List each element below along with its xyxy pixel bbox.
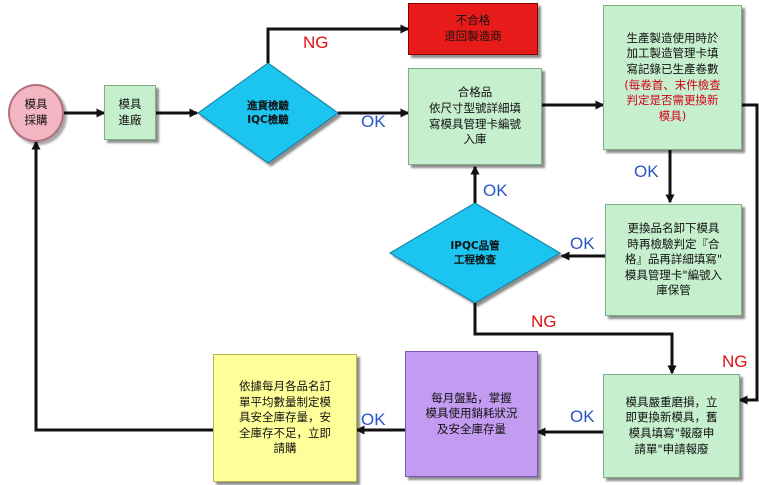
label-severe-ok: OK (570, 407, 595, 426)
label-ipqc-ok-up: OK (483, 181, 508, 200)
order-node: 依據每月各品名訂 單平均數量制定模 具安全庫存量，安 全庫存不足，立即 請購 (213, 354, 357, 482)
severe-node: 模具嚴重磨損，立 即更換新模具，舊 模具填寫"報廢申 請單"申請報廢 (603, 374, 740, 478)
label-monthly-ok: OK (361, 410, 386, 429)
ipqc-decision: IPQC品管 工程檢查 (415, 238, 535, 268)
label-iqc-ok: OK (361, 112, 386, 131)
iqc-label: 進貨檢驗 IQC檢驗 (247, 99, 289, 126)
reject-label: 不合格 退回製造商 (444, 13, 502, 43)
pass-label: 合格品 依尺寸型號詳細填 寫模具管理卡編號 入庫 (429, 85, 521, 147)
label-ipqc-ng: NG (531, 312, 557, 331)
procure-node: 模具 採購 (8, 84, 64, 142)
label-production-ng: NG (722, 352, 748, 371)
edge-iqc-reject (266, 24, 410, 63)
edge-ipqc-severe (473, 303, 677, 375)
label-replace-ok: OK (570, 234, 595, 253)
edge-order-procure (31, 140, 213, 432)
replace-node: 更換品名卸下模具 時再檢驗判定『合 格』品再詳細填寫" 模具管理卡"編號入 庫保… (605, 204, 742, 316)
label-iqc-ng: NG (303, 33, 329, 52)
monthly-label: 每月盤點，掌握 模具使用銷耗狀況 及安全庫存量 (425, 390, 518, 436)
arrival-label: 模具 進廠 (118, 96, 142, 127)
production-label: 生產製造使用時於 加工製造管理卡填 寫記錄已生產卷數 (626, 30, 719, 76)
edge-production-severe (738, 103, 759, 405)
ipqc-label: IPQC品管 工程檢查 (450, 239, 500, 266)
production-note: (每卷首、末件檢查 判定是否需更換新 模具) (624, 77, 721, 123)
iqc-decision: 進貨檢驗 IQC檢驗 (208, 98, 328, 128)
arrival-node: 模具 進廠 (104, 85, 156, 140)
procure-label: 模具 採購 (24, 97, 48, 127)
label-production-ok: OK (634, 162, 659, 181)
reject-node: 不合格 退回製造商 (408, 3, 538, 55)
monthly-node: 每月盤點，掌握 模具使用銷耗狀況 及安全庫存量 (405, 351, 538, 477)
severe-label: 模具嚴重磨損，立 即更換新模具，舊 模具填寫"報廢申 請單"申請報廢 (625, 394, 718, 456)
production-node: 生產製造使用時於 加工製造管理卡填 寫記錄已生產卷數 (每卷首、末件檢查 判定是… (603, 5, 742, 150)
order-label: 依據每月各品名訂 單平均數量制定模 具安全庫存量，安 全庫存不足，立即 請購 (239, 379, 331, 456)
replace-label: 更換品名卸下模具 時再檢驗判定『合 格』品再詳細填寫" 模具管理卡"編號入 庫保… (624, 221, 723, 298)
iqc-diamond (197, 62, 339, 164)
pass-node: 合格品 依尺寸型號詳細填 寫模具管理卡編號 入庫 (408, 68, 542, 165)
